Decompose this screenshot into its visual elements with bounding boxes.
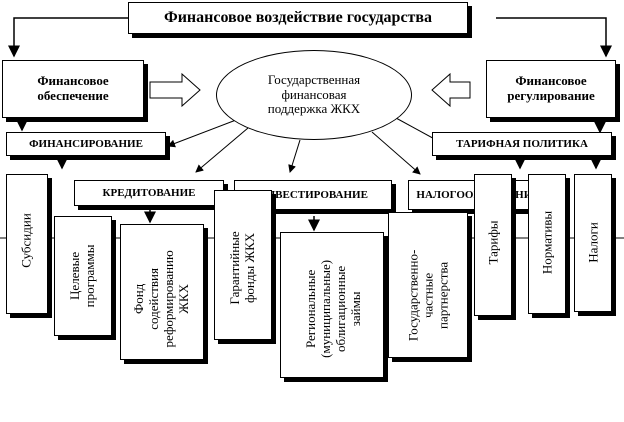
arrow-to-taxation xyxy=(371,131,421,175)
leaf-taxes: Налоги xyxy=(574,174,612,312)
arrow-to-crediting xyxy=(195,127,249,173)
arrow-title-right xyxy=(496,17,612,58)
leaf-ppp: Государственно- частные партнерства xyxy=(388,212,468,358)
leaf-tariffs: Тарифы xyxy=(474,174,512,316)
leaf-guarantee-funds: Гарантийные фонды ЖКХ xyxy=(214,190,272,340)
leaf-subsidies: Субсидии xyxy=(6,174,48,314)
box-tariff-policy: ТАРИФНАЯ ПОЛИТИКА xyxy=(432,132,612,156)
arrow-to-financing xyxy=(167,119,237,148)
box-crediting: КРЕДИТОВАНИЕ xyxy=(74,180,224,206)
title-box: Финансовое воздействие государства xyxy=(128,2,468,34)
box-financial-provision: Финансовое обеспечение xyxy=(2,60,144,118)
box-financial-regulation: Финансовое регулирование xyxy=(486,60,616,118)
title-text: Финансовое воздействие государства xyxy=(163,8,433,26)
arrow-title-left xyxy=(8,17,128,58)
block-arrow-left xyxy=(149,72,201,108)
box-financing: ФИНАНСИРОВАНИЕ xyxy=(6,132,166,156)
block-arrow-right xyxy=(431,72,471,108)
center-ellipse: Государственная финансовая поддержка ЖКХ xyxy=(216,50,412,140)
leaf-fund: Фонд содействия реформированию ЖКХ xyxy=(120,224,204,360)
box-taxation: НАЛОГООБЛОЖЕНИЕ xyxy=(408,180,536,210)
leaf-target-programs: Целевые программы xyxy=(54,216,112,336)
arrow-to-investing xyxy=(288,139,301,173)
leaf-norms: Нормативы xyxy=(528,174,566,314)
leaf-regional-bonds: Региональные (муниципальные) облигационн… xyxy=(280,232,384,378)
